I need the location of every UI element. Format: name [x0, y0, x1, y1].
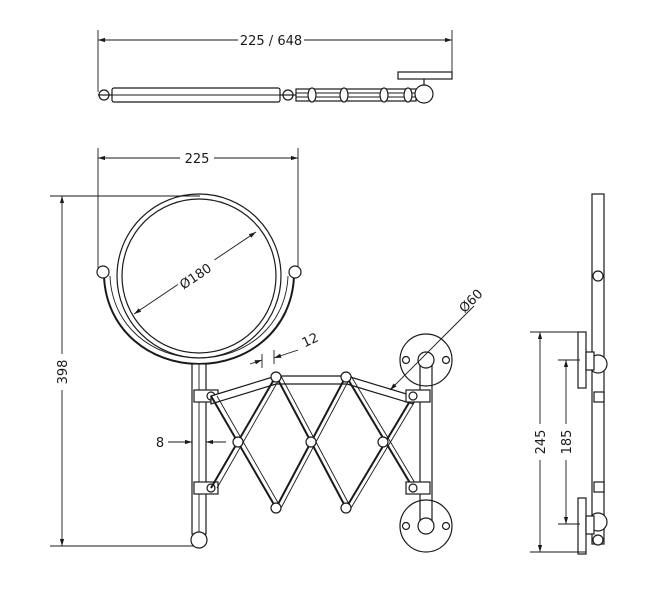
outer-spacing-label: 245 — [534, 430, 549, 455]
pivot-knob-left — [96, 265, 110, 279]
wall-plate-bottom — [399, 499, 453, 553]
scissor-arm — [210, 371, 419, 514]
top-view: 225 / 648 — [97, 30, 453, 104]
mirror-yoke — [103, 275, 295, 366]
stem-end-knob — [190, 531, 208, 549]
arm-width-label: 12 — [300, 331, 321, 352]
wall-bar — [419, 357, 433, 523]
rod-diameter-label: 8 — [156, 436, 164, 451]
side-view: 245 185 — [530, 193, 608, 555]
wall-plate-top — [399, 333, 453, 387]
pivot-knob-right — [288, 265, 302, 279]
mirror-glass — [121, 198, 277, 354]
height-label: 398 — [56, 360, 71, 385]
front-view: 225 398 Ø180 8 — [50, 148, 487, 553]
front-width-label: 225 — [185, 152, 210, 167]
inner-spacing-label: 185 — [560, 430, 575, 455]
top-width-label: 225 / 648 — [240, 34, 302, 49]
plate-diameter-label: Ø60 — [457, 287, 487, 317]
